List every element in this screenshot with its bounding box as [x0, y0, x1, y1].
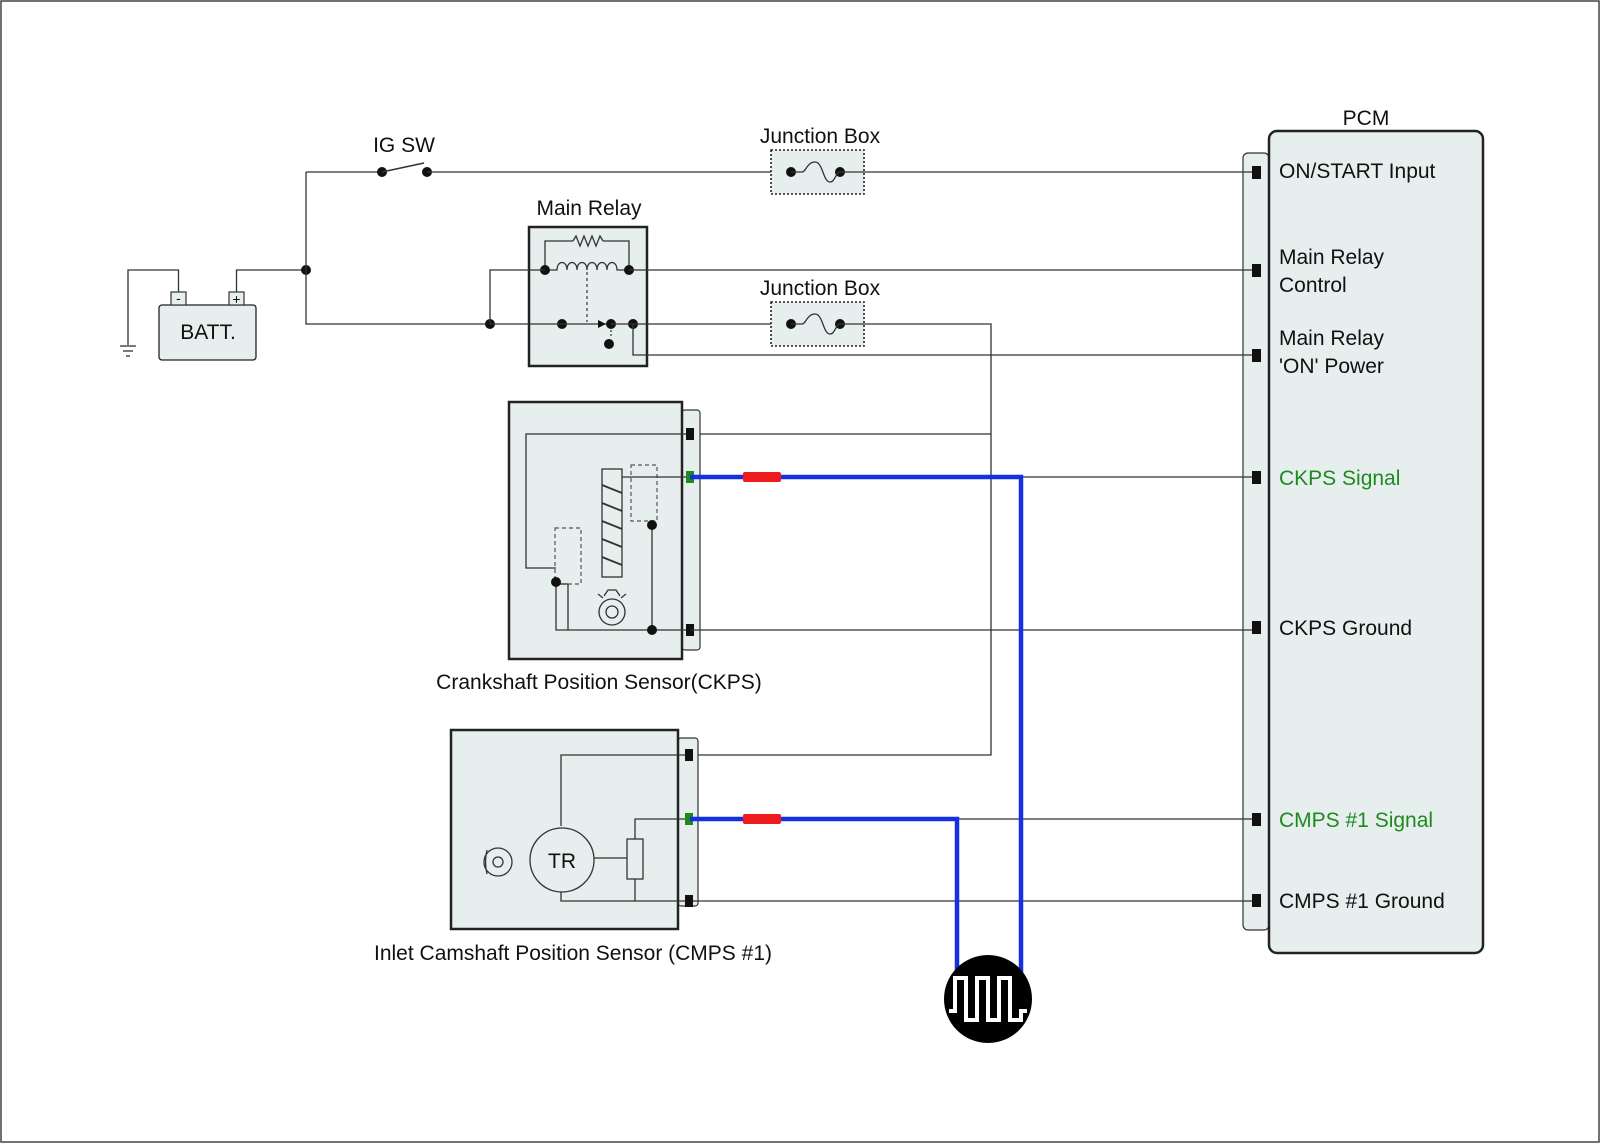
resistor-icon [626, 838, 644, 880]
pcm-pin-cmps-ground [1252, 894, 1261, 907]
pcm-pin-label-1-line-1: Control [1279, 274, 1347, 297]
scope-probe-lead-ckps [690, 474, 1024, 973]
sensor-power-wire [690, 323, 992, 756]
pcm-title: PCM [1343, 107, 1390, 130]
pcm-pin-ckps-ground [1252, 621, 1261, 634]
cmps-internal-power-wire [560, 754, 685, 826]
scope-probe-tip-cmps [743, 814, 781, 824]
ckps-internal-ground-wire [555, 583, 686, 631]
ground-symbol-icon [120, 345, 136, 357]
pcm-pin-label-1-line-0: Main Relay [1279, 246, 1385, 269]
transistor-symbol [529, 827, 595, 893]
pcm-pin-label-2-line-1: 'ON' Power [1279, 355, 1384, 378]
battery-positive-wire [235, 269, 306, 292]
cmps-sensor: TR [449, 728, 699, 931]
resistor-icon [572, 234, 604, 248]
junction-box-2-label: Junction Box [760, 277, 881, 300]
target-wheel-icon [483, 847, 513, 877]
cmps-internal-signal-wire [634, 818, 685, 839]
relay-contact-lower [604, 339, 614, 349]
square-wave-scope-icon [944, 955, 1032, 1043]
scope-probe-tip-ckps [743, 472, 781, 482]
ckps-pin-power [686, 428, 694, 440]
battery-feed-wire [305, 172, 490, 325]
cmps-sensor-label: Inlet Camshaft Position Sensor (CMPS #1) [374, 942, 772, 965]
cmps-internal-ground-wire [560, 892, 685, 902]
cmps-pin-ground [685, 895, 693, 907]
main-relay-on-power-wire [632, 324, 1252, 356]
ckps-sensor [507, 400, 701, 661]
pcm-pin-ckps-signal [1252, 471, 1261, 484]
pcm-pin-cmps-signal [1252, 813, 1261, 826]
cmps-pin-signal [685, 813, 693, 825]
pcm-pin-label-2-line-0: Main Relay [1279, 327, 1385, 350]
pcm-pin-on-start [1252, 166, 1261, 179]
ig-switch-label: IG SW [373, 134, 435, 157]
junction-box-1-label: Junction Box [760, 125, 881, 148]
pcm-pin-label-5-line-0: CMPS #1 Signal [1279, 809, 1433, 832]
ckps-coil-winding [601, 484, 623, 566]
switch-icon [377, 162, 432, 177]
ckps-sensor-label: Crankshaft Position Sensor(CKPS) [436, 671, 762, 694]
battery-label: BATT. [180, 321, 236, 344]
pcm-pin-label-4-line-0: CKPS Ground [1279, 617, 1412, 640]
relay-contact-arrow [598, 320, 606, 328]
main-relay-body [527, 225, 649, 368]
pcm-pin-label-6-line-0: CMPS #1 Ground [1279, 890, 1445, 913]
junction-box-2 [770, 301, 865, 347]
relay-resistor-lead-right [603, 240, 630, 270]
battery-ground-wire [127, 269, 180, 345]
pcm-pin-main-relay-power [1252, 349, 1261, 362]
target-wheel-icon [597, 589, 627, 626]
pcm-body [1267, 129, 1485, 955]
pcm-pin-label-0-line-0: ON/START Input [1279, 160, 1436, 183]
battery-body [158, 304, 257, 361]
battery-pos-sign: + [232, 291, 240, 307]
battery-neg-sign: - [176, 290, 181, 306]
ckps-internal-power-wire [525, 433, 686, 569]
ckps-flux-element [630, 464, 658, 522]
pcm-pin-label-3-line-0: CKPS Signal [1279, 467, 1400, 490]
ckps-body [507, 400, 684, 661]
cmps-pin-power [685, 749, 693, 761]
ckps-connector [681, 409, 701, 651]
battery: BATT. - + [158, 290, 257, 361]
main-relay [527, 225, 649, 368]
ckps-magnet-core [601, 468, 623, 578]
relay-resistor-lead-left [544, 240, 573, 270]
main-relay-label: Main Relay [536, 197, 642, 220]
coil-icon [545, 261, 629, 271]
pcm-pin-main-relay-control [1252, 264, 1261, 277]
transistor-label: TR [548, 850, 576, 873]
relay-coil-feed-wire [489, 269, 545, 324]
